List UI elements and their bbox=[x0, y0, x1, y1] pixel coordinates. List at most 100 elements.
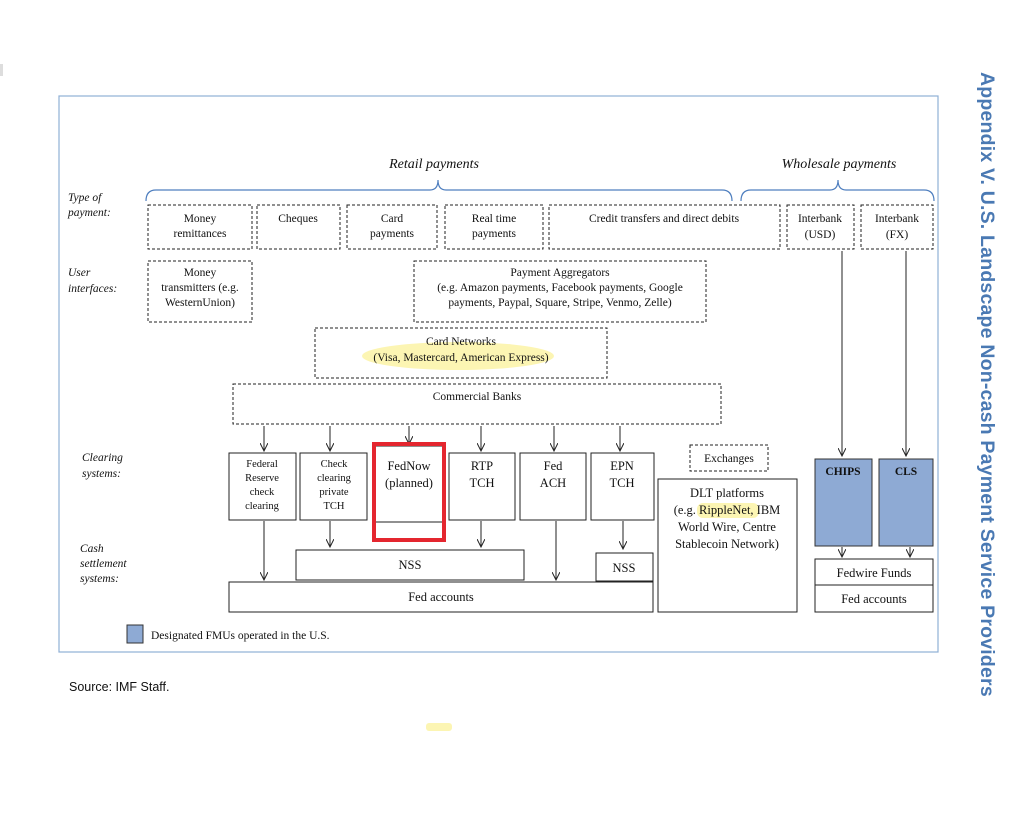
cls-box: CLS bbox=[878, 458, 934, 547]
svg-text:remittances: remittances bbox=[173, 228, 227, 240]
retail-payments-heading: Retail payments bbox=[388, 157, 479, 172]
payment-type-cheques: Cheques bbox=[256, 204, 341, 250]
exchanges-box: Exchanges bbox=[689, 444, 769, 472]
svg-text:Fed: Fed bbox=[544, 459, 564, 473]
svg-text:Real time: Real time bbox=[472, 213, 516, 225]
nss-box-1: NSS bbox=[295, 549, 525, 581]
svg-text:World Wire, Centre: World Wire, Centre bbox=[678, 520, 776, 534]
payment-type-real-time-payments: Real time payments bbox=[444, 204, 544, 250]
svg-text:CLS: CLS bbox=[895, 466, 917, 478]
fed-accounts-box-2: Fed accounts bbox=[814, 584, 934, 613]
source-note: Source: IMF Staff. bbox=[69, 680, 170, 694]
svg-text:private: private bbox=[319, 487, 348, 498]
settlement-arrows bbox=[264, 521, 623, 580]
svg-text:TCH: TCH bbox=[610, 476, 635, 490]
svg-text:FedNow: FedNow bbox=[387, 459, 430, 473]
row-label-type-of-payment: Type of payment: bbox=[67, 192, 111, 219]
svg-text:systems:: systems: bbox=[82, 468, 121, 480]
svg-text:clearing: clearing bbox=[317, 473, 352, 484]
svg-text:(Visa, Mastercard, American Ex: (Visa, Mastercard, American Express) bbox=[373, 352, 548, 364]
svg-text:(planned): (planned) bbox=[385, 476, 433, 490]
svg-text:transmitters (e.g.: transmitters (e.g. bbox=[161, 282, 239, 294]
fed-accounts-box: Fed accounts bbox=[228, 581, 654, 613]
payment-type-interbank-usd: Interbank (USD) bbox=[786, 204, 855, 250]
svg-text:RTP: RTP bbox=[471, 459, 493, 473]
wholesale-brace bbox=[740, 179, 935, 202]
svg-text:(e.g. RippleNet, IBM: (e.g. RippleNet, IBM bbox=[674, 503, 781, 517]
stray-highlight-mark bbox=[426, 723, 452, 731]
fed-ach-box: Fed ACH bbox=[519, 452, 587, 521]
svg-text:(FX): (FX) bbox=[886, 229, 909, 241]
svg-text:Cheques: Cheques bbox=[278, 213, 318, 225]
svg-text:(e.g. Amazon payments, Faceboo: (e.g. Amazon payments, Facebook payments… bbox=[437, 282, 683, 294]
svg-text:check: check bbox=[250, 487, 275, 498]
svg-text:Check: Check bbox=[321, 459, 349, 470]
svg-text:Interbank: Interbank bbox=[798, 213, 842, 225]
svg-text:TCH: TCH bbox=[470, 476, 495, 490]
svg-text:NSS: NSS bbox=[613, 561, 636, 575]
payment-aggregators-box: Payment Aggregators (e.g. Amazon payment… bbox=[413, 260, 707, 323]
svg-text:Money: Money bbox=[184, 267, 217, 279]
svg-text:EPN: EPN bbox=[610, 459, 634, 473]
svg-text:NSS: NSS bbox=[399, 558, 422, 572]
red-highlight-rect bbox=[372, 442, 446, 542]
bank-arrows bbox=[264, 426, 620, 451]
row-label-user-interfaces: User interfaces: bbox=[68, 267, 117, 295]
svg-text:Card: Card bbox=[381, 213, 404, 225]
rtp-tch-box: RTP TCH bbox=[448, 452, 516, 521]
svg-text:Exchanges: Exchanges bbox=[704, 453, 754, 465]
svg-text:User: User bbox=[68, 267, 91, 279]
wholesale-arrows bbox=[842, 251, 910, 557]
svg-text:Reserve: Reserve bbox=[245, 473, 279, 484]
chips-box: CHIPS bbox=[814, 458, 873, 547]
epn-tch-box: EPN TCH bbox=[590, 452, 655, 521]
svg-text:Stablecoin Network): Stablecoin Network) bbox=[675, 537, 779, 551]
money-transmitters-box: Money transmitters (e.g. WesternUnion) bbox=[147, 260, 253, 323]
svg-text:Money: Money bbox=[184, 213, 217, 225]
svg-text:Fedwire Funds: Fedwire Funds bbox=[837, 566, 912, 580]
wholesale-payments-heading: Wholesale payments bbox=[782, 157, 897, 172]
appendix-title: Appendix V. U.S. Landscape Non-cash Paym… bbox=[976, 72, 998, 697]
svg-text:Payment Aggregators: Payment Aggregators bbox=[510, 267, 610, 279]
svg-text:settlement: settlement bbox=[80, 558, 127, 570]
svg-text:WesternUnion): WesternUnion) bbox=[165, 297, 235, 309]
row-label-clearing-systems: Clearing systems: bbox=[82, 452, 123, 480]
payment-type-card-payments: Card payments bbox=[346, 204, 438, 250]
row-label-cash-settlement: Cash settlement systems: bbox=[80, 543, 127, 585]
svg-text:Credit transfers and direct de: Credit transfers and direct debits bbox=[589, 213, 740, 225]
retail-brace bbox=[145, 179, 733, 202]
check-clearing-private-tch-box: Check clearing private TCH bbox=[299, 452, 368, 521]
svg-text:(USD): (USD) bbox=[805, 229, 836, 241]
svg-text:TCH: TCH bbox=[324, 501, 345, 512]
fednow-box: FedNow (planned) bbox=[372, 442, 446, 542]
legend-swatch bbox=[126, 624, 144, 644]
svg-text:payment:: payment: bbox=[67, 207, 111, 219]
svg-text:payments: payments bbox=[370, 228, 415, 240]
dlt-platforms-box: DLT platforms (e.g. RippleNet, IBM World… bbox=[657, 478, 798, 613]
svg-text:Type of: Type of bbox=[68, 192, 103, 204]
fedwire-funds-box: Fedwire Funds bbox=[814, 558, 934, 586]
svg-text:Commercial Banks: Commercial Banks bbox=[433, 391, 522, 403]
svg-text:Fed accounts: Fed accounts bbox=[408, 590, 474, 604]
nss-box-2: NSS bbox=[595, 552, 654, 582]
legend-label: Designated FMUs operated in the U.S. bbox=[151, 630, 330, 642]
payment-type-money-remittances: Money remittances bbox=[147, 204, 253, 250]
svg-text:DLT platforms: DLT platforms bbox=[690, 486, 764, 500]
svg-text:Card Networks: Card Networks bbox=[426, 336, 496, 348]
svg-text:Clearing: Clearing bbox=[82, 452, 123, 464]
payment-type-credit-transfers: Credit transfers and direct debits bbox=[548, 204, 781, 250]
legend: Designated FMUs operated in the U.S. bbox=[126, 624, 330, 644]
svg-text:Cash: Cash bbox=[80, 543, 104, 555]
commercial-banks-box: Commercial Banks bbox=[232, 383, 722, 425]
svg-text:Interbank: Interbank bbox=[875, 213, 919, 225]
payment-type-interbank-fx: Interbank (FX) bbox=[860, 204, 934, 250]
svg-text:systems:: systems: bbox=[80, 573, 119, 585]
yellow-highlight bbox=[362, 342, 554, 370]
svg-text:Fed accounts: Fed accounts bbox=[841, 592, 907, 606]
svg-text:ACH: ACH bbox=[540, 476, 566, 490]
corner-mark bbox=[0, 64, 3, 76]
svg-text:clearing: clearing bbox=[245, 501, 280, 512]
svg-text:Federal: Federal bbox=[246, 459, 278, 470]
card-networks-box: Card Networks (Visa, Mastercard, America… bbox=[314, 327, 608, 379]
